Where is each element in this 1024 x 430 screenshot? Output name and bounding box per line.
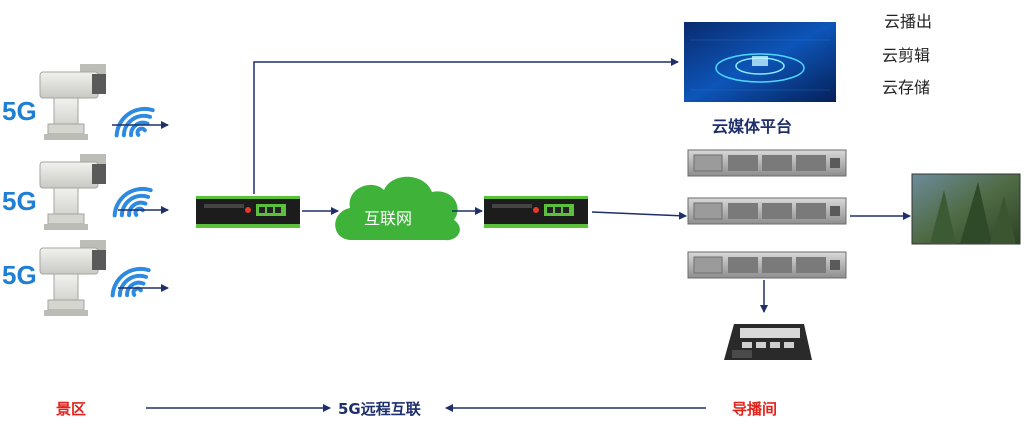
server-icon [687,149,847,177]
service-label: 云播出 [884,12,933,31]
server-icon [687,197,847,225]
server-icon [687,251,847,279]
video-wall-icon [684,22,836,102]
arrow-router-to-servers [591,211,687,220]
monitor-icon [911,173,1021,245]
platform-label: 云媒体平台 [712,117,793,136]
camera-icon [39,63,107,141]
wifi-signal-icon [104,259,158,308]
camera-icon [39,153,107,231]
switcher-console-icon [724,324,812,360]
five-g-label: 5G [2,260,37,290]
director-label: 导播间 [732,400,778,418]
router-icon [196,196,300,228]
wifi-signal-icon [106,179,160,228]
arrow-router-to-platform [253,58,679,194]
link-label: 5G远程互联 [338,400,421,418]
wifi-signal-icon [108,99,162,148]
five-g-label: 5G [2,96,37,126]
service-label: 云存储 [882,78,931,97]
service-label: 云剪辑 [882,46,931,65]
scenic-label: 景区 [56,400,87,418]
cloud-icon [335,176,460,241]
camera-icon [39,239,107,317]
router-icon [484,196,588,228]
five-g-label: 5G [2,186,37,216]
cloud-label: 互联网 [364,209,413,228]
